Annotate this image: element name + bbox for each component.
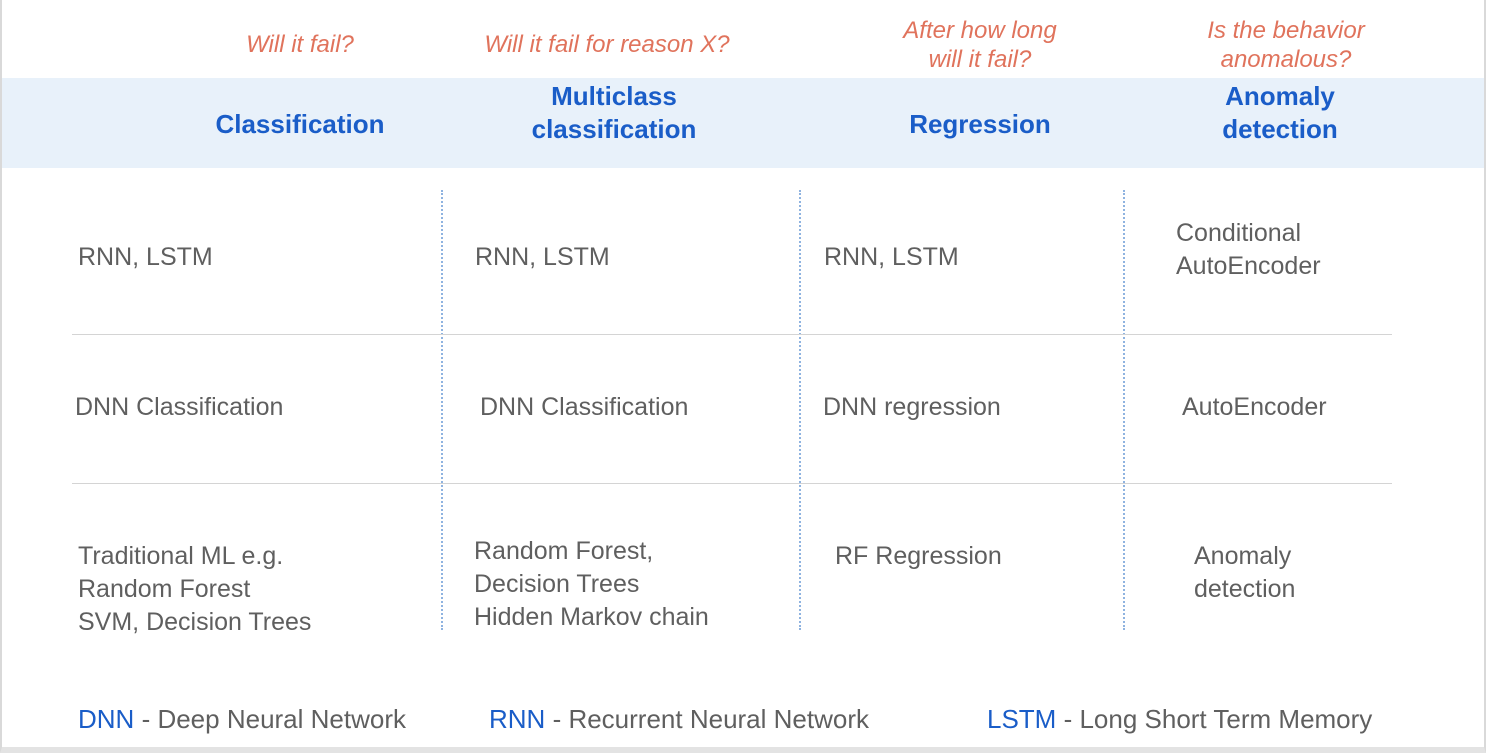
- legend-definition: - Long Short Term Memory: [1056, 704, 1373, 734]
- legend-dnn: DNN - Deep Neural Network: [78, 703, 406, 735]
- legend-abbr: LSTM: [987, 704, 1057, 734]
- title-classification: Classification: [215, 109, 385, 139]
- cell-classification-row2: DNN Classification: [75, 393, 284, 421]
- row-divider: [72, 334, 1392, 335]
- cell-classification-row1: RNN, LSTM: [78, 243, 213, 271]
- legend-definition: - Deep Neural Network: [134, 704, 406, 734]
- legend-abbr: DNN: [78, 704, 135, 734]
- cell-anomaly-row1: Conditional AutoEncoder: [1176, 219, 1321, 280]
- legend-lstm: LSTM - Long Short Term Memory: [987, 703, 1372, 735]
- cell-regression-row2: DNN regression: [823, 393, 1001, 421]
- question-anomaly: Is the behavior anomalous?: [1207, 17, 1365, 73]
- column-divider: [1123, 190, 1125, 630]
- legend-abbr: RNN: [489, 704, 546, 734]
- header-band: [2, 78, 1484, 168]
- cell-multiclass-row2: DNN Classification: [480, 393, 689, 421]
- cell-anomaly-row3: Anomaly detection: [1194, 542, 1296, 603]
- column-divider: [441, 190, 443, 630]
- title-regression: Regression: [909, 109, 1051, 139]
- cell-anomaly-row2: AutoEncoder: [1182, 393, 1327, 421]
- question-classification: Will it fail?: [246, 31, 354, 58]
- cell-regression-row3: RF Regression: [835, 542, 1002, 570]
- question-multiclass: Will it fail for reason X?: [484, 31, 730, 58]
- title-multiclass-classification: Multiclass classification: [531, 81, 697, 144]
- legend-rnn: RNN - Recurrent Neural Network: [489, 703, 869, 735]
- title-anomaly-detection: Anomaly detection: [1222, 81, 1338, 144]
- cell-multiclass-row3: Random Forest, Decision Trees Hidden Mar…: [474, 537, 709, 631]
- cell-regression-row1: RNN, LSTM: [824, 243, 959, 271]
- legend-definition: - Recurrent Neural Network: [545, 704, 869, 734]
- row-divider: [72, 483, 1392, 484]
- cell-classification-row3: Traditional ML e.g. Random Forest SVM, D…: [78, 542, 312, 636]
- column-divider: [799, 190, 801, 630]
- cell-multiclass-row1: RNN, LSTM: [475, 243, 610, 271]
- question-regression: After how long will it fail?: [903, 17, 1057, 73]
